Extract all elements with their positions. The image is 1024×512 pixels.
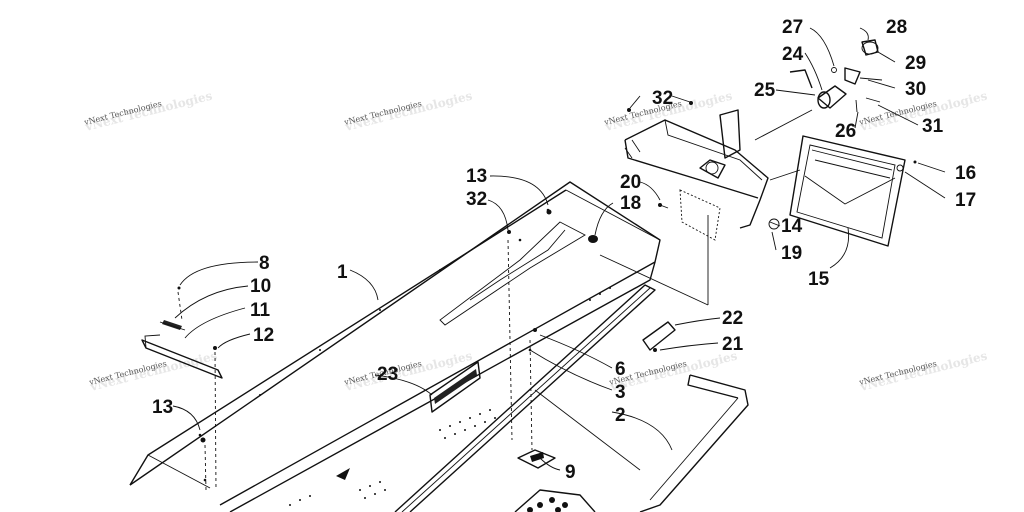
hardware bbox=[177, 101, 693, 443]
snow-flap bbox=[789, 135, 917, 247]
decal bbox=[429, 361, 481, 413]
callout-31: 31 bbox=[922, 116, 944, 137]
callout-8: 8 bbox=[259, 253, 270, 274]
hitch-bracket bbox=[624, 109, 780, 241]
bracket-9 bbox=[517, 449, 556, 469]
callout-27: 27 bbox=[782, 17, 803, 38]
tunnel-assembly bbox=[129, 181, 661, 512]
callout-9: 9 bbox=[565, 462, 576, 483]
callout-13: 13 bbox=[152, 397, 173, 418]
callout-2: 2 bbox=[615, 405, 626, 426]
callout-29: 29 bbox=[905, 53, 926, 74]
callout-28: 28 bbox=[886, 17, 907, 38]
callout-22: 22 bbox=[722, 308, 743, 329]
callout-24: 24 bbox=[782, 44, 804, 65]
callout-1: 1 bbox=[337, 262, 348, 283]
callout-3: 3 bbox=[615, 382, 626, 403]
callout-32: 32 bbox=[652, 88, 673, 109]
running-board bbox=[514, 374, 749, 512]
callout-15: 15 bbox=[808, 269, 830, 290]
callout-17: 17 bbox=[955, 190, 976, 211]
callout-19: 19 bbox=[781, 243, 802, 264]
callout-23: 23 bbox=[377, 364, 398, 385]
plate-22 bbox=[642, 321, 676, 351]
callout-20: 20 bbox=[620, 172, 641, 193]
callout-32: 32 bbox=[466, 189, 487, 210]
callout-11: 11 bbox=[250, 300, 271, 321]
callout-14: 14 bbox=[781, 216, 803, 237]
left-bracket bbox=[141, 320, 223, 379]
leader-lines bbox=[172, 27, 946, 471]
callout-6: 6 bbox=[615, 359, 626, 380]
callout-25: 25 bbox=[754, 80, 776, 101]
callout-26: 26 bbox=[835, 121, 856, 142]
callout-labels: 1 2 3 6 8 9 10 11 12 13 13 14 15 16 17 1… bbox=[152, 17, 976, 483]
direction-arrow bbox=[336, 468, 350, 480]
assembly-guides bbox=[177, 109, 813, 491]
hitch-pin-assembly bbox=[789, 39, 883, 113]
rivet-rows bbox=[198, 208, 611, 506]
callout-30: 30 bbox=[905, 79, 926, 100]
callout-13: 13 bbox=[466, 166, 487, 187]
callout-16: 16 bbox=[955, 163, 976, 184]
callout-10: 10 bbox=[250, 276, 271, 297]
callout-21: 21 bbox=[722, 334, 744, 355]
callout-18: 18 bbox=[620, 193, 641, 214]
callout-12: 12 bbox=[253, 325, 274, 346]
